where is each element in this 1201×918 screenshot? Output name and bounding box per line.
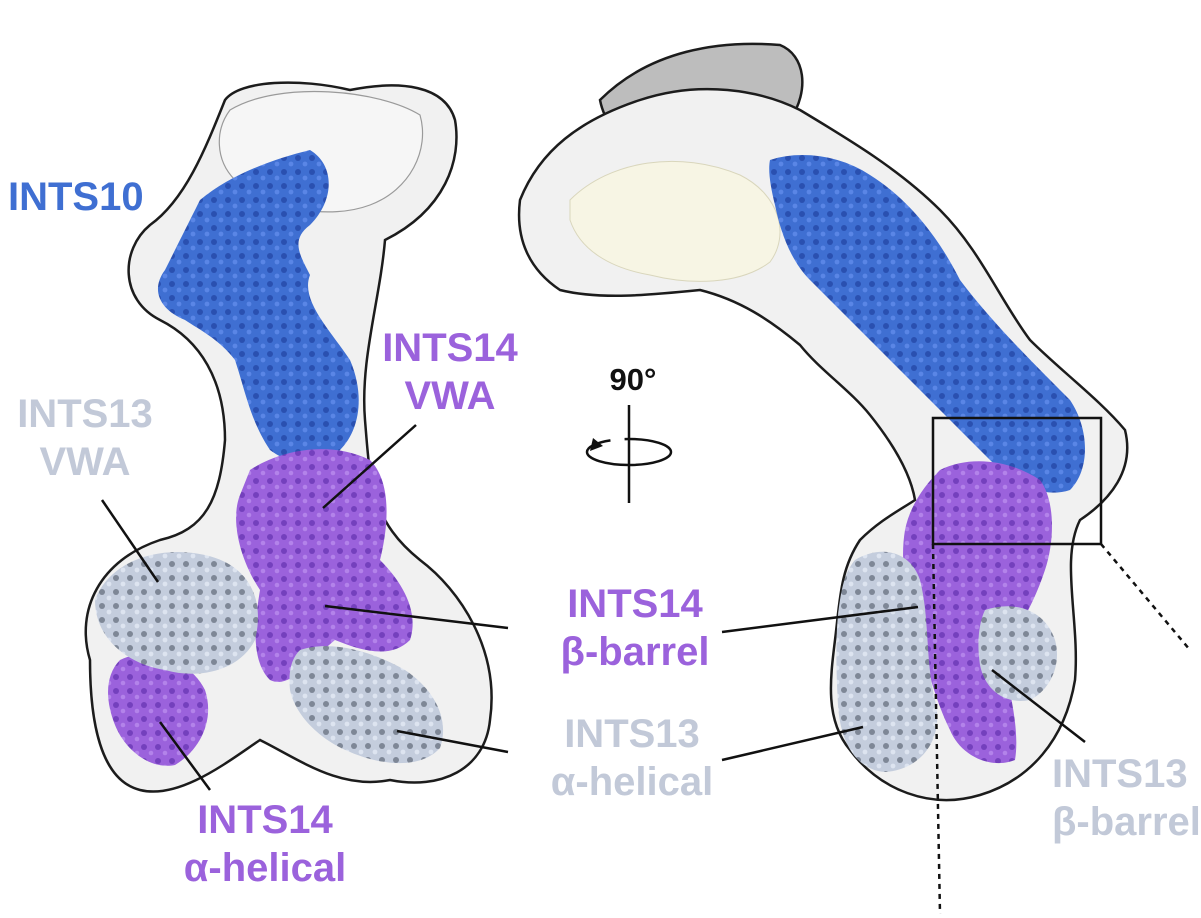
right-ints13-beta-density xyxy=(978,606,1058,701)
label-ints10: INTS10 xyxy=(8,173,144,221)
leader-ints13-beta xyxy=(991,669,1086,743)
left-ints10-density xyxy=(157,150,359,464)
left-ints13-vwa-density xyxy=(95,552,258,674)
label-ints14-beta-line2: β-barrel xyxy=(560,630,710,674)
rotate-axis-icon xyxy=(585,405,673,503)
label-ints14-alpha-line2: α-helical xyxy=(183,846,347,890)
rotation-label-text: 90° xyxy=(609,362,657,397)
dashed-line-diagonal xyxy=(1100,543,1191,651)
label-ints13-vwa: INTS13 VWA xyxy=(5,390,165,486)
label-ints13-alpha-line1: INTS13 xyxy=(564,712,700,756)
leader-lines xyxy=(100,424,1086,791)
label-ints14-beta: INTS14 β-barrel xyxy=(535,580,735,676)
right-envelope-yellow xyxy=(569,160,781,282)
label-ints13-vwa-line2: VWA xyxy=(39,440,131,484)
label-ints13-alpha-line2: α-helical xyxy=(550,760,714,804)
label-ints13-beta-line2: β-barrel xyxy=(1052,800,1201,844)
label-ints10-line1: INTS10 xyxy=(8,175,144,219)
right-ints10-density xyxy=(769,155,1085,493)
label-ints13-beta: INTS13 β-barrel xyxy=(1052,750,1201,846)
label-ints14-beta-line1: INTS14 xyxy=(567,582,703,626)
rotation-label: 90° xyxy=(598,362,668,398)
label-ints14-alpha: INTS14 α-helical xyxy=(165,796,365,892)
label-ints14-vwa-line1: INTS14 xyxy=(382,326,518,370)
right-ints14-density xyxy=(903,461,1052,764)
label-ints13-alpha: INTS13 α-helical xyxy=(532,710,732,806)
leader-ints13-alpha-left xyxy=(396,729,509,754)
right-view xyxy=(517,42,1129,802)
leader-ints14-beta-right xyxy=(721,605,919,634)
label-ints13-vwa-line1: INTS13 xyxy=(17,392,153,436)
leader-ints14-vwa xyxy=(322,424,417,509)
leader-ints13-alpha-right xyxy=(721,725,864,762)
leader-ints13-vwa xyxy=(100,499,160,583)
dashed-line-vertical xyxy=(931,543,942,915)
label-ints14-alpha-line1: INTS14 xyxy=(197,798,333,842)
label-ints14-vwa: INTS14 VWA xyxy=(370,324,530,420)
leader-ints14-beta-left xyxy=(324,604,509,630)
label-ints13-beta-line1: INTS13 xyxy=(1052,752,1188,796)
zoom-box xyxy=(931,416,1103,546)
leader-ints14-alpha xyxy=(158,721,212,791)
left-ints13-alpha-density xyxy=(289,646,444,764)
label-ints14-vwa-line2: VWA xyxy=(404,374,496,418)
left-ints14-vwa-density xyxy=(236,449,413,682)
left-ints14-alpha-density xyxy=(108,654,209,766)
